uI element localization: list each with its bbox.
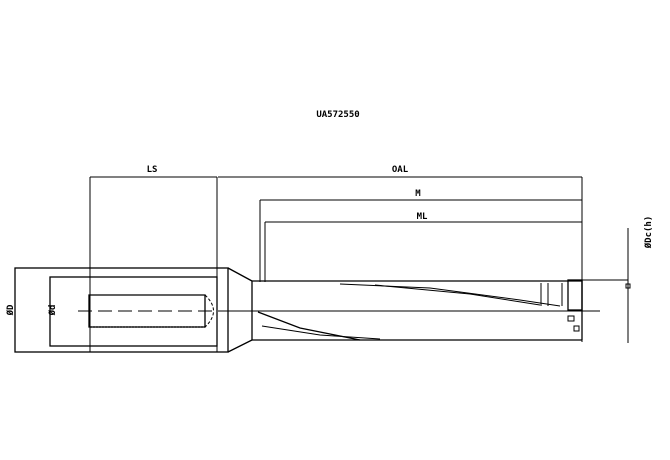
shank [14, 267, 229, 353]
overall-length-label: OAL [392, 165, 409, 175]
shank-diameter-label: ØD [5, 304, 16, 316]
cutting-diameter-label: ØDc(h) [643, 216, 654, 250]
flutes [257, 279, 583, 341]
bore-diameter-label: Ød [47, 305, 58, 317]
flute-length-label: ML [417, 212, 428, 222]
shank-length-label: LS [147, 165, 158, 175]
drill-body [227, 267, 583, 353]
dimension-lines [14, 176, 631, 352]
drawing-title: UA572550 [316, 110, 359, 120]
body-length-label: M [415, 189, 421, 199]
